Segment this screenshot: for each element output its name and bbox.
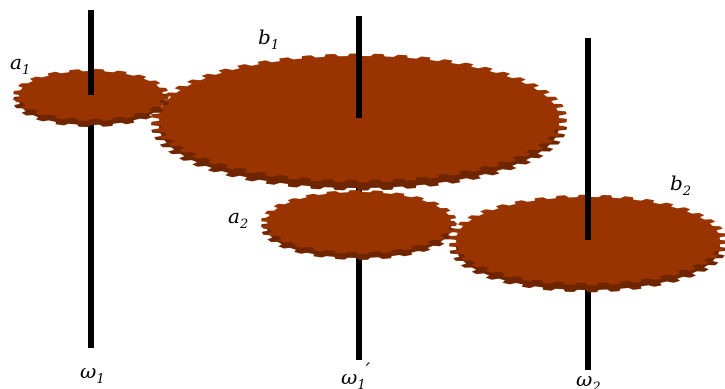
gear-label-b2: b2 [670,171,691,199]
axis-label-w1: ω1 [80,359,105,387]
gear-label-a1: a1 [10,50,30,78]
gear-b1 [151,53,567,191]
gear-label-b1: b1 [258,25,279,53]
gear-a2 [261,190,457,260]
axis-label-w2: ω2 [576,367,601,389]
axle-upper-segments [88,10,591,240]
gear-a2-face [261,190,457,254]
axis-label-w1-prime: ω1′ [341,358,371,389]
gear-label-a2: a2 [228,204,248,232]
gears [13,53,725,293]
